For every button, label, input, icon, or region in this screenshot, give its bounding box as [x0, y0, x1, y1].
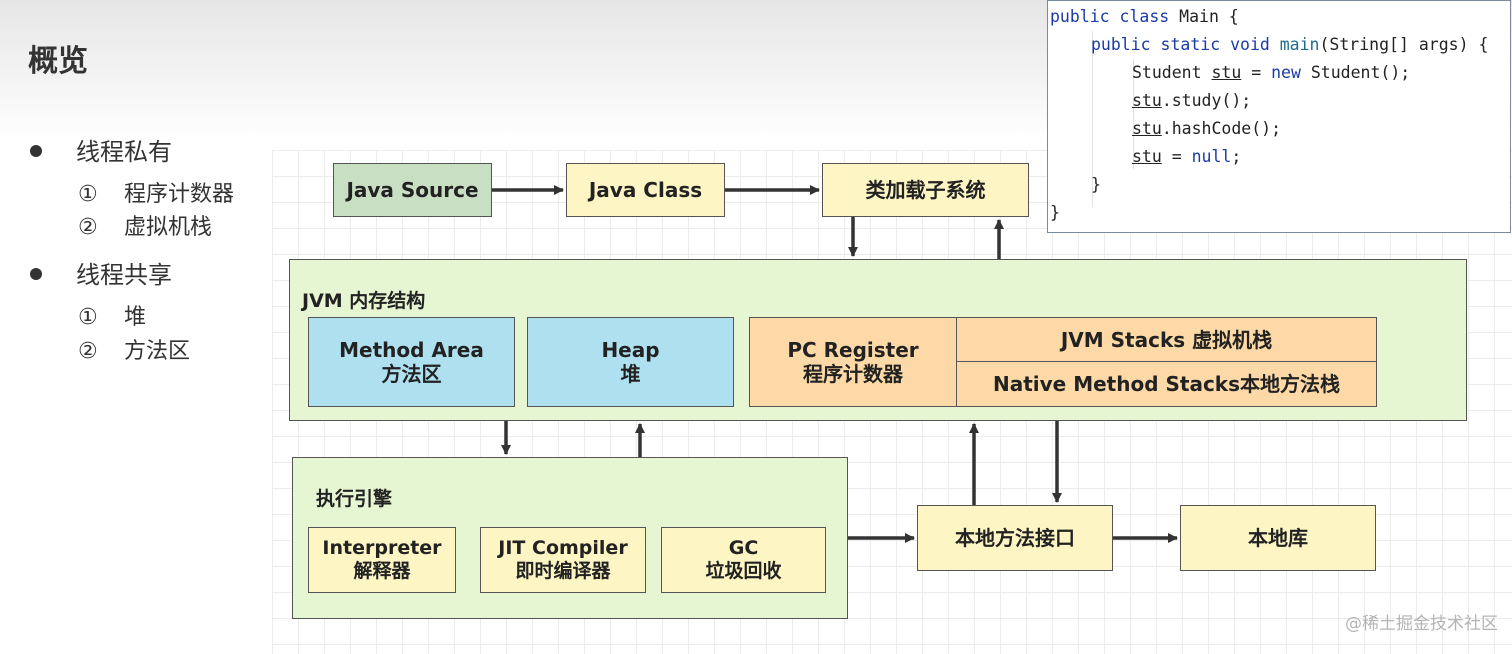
native-interface-label: 本地方法接口 — [955, 526, 1075, 550]
gc-zh: 垃圾回收 — [705, 560, 782, 582]
code-text: .study(); — [1161, 91, 1252, 110]
item-text: 虚拟机栈 — [124, 215, 213, 240]
class-loader-box: 类加载子系统 — [822, 163, 1029, 217]
pc-register-box: PC Register 程序计数器 — [749, 317, 957, 407]
code-keyword: public class — [1050, 7, 1180, 26]
item-number: ① — [78, 305, 98, 330]
jvm-memory-label: JVM 内存结构 — [302, 290, 426, 312]
outline-shared-label: 线程共享 — [76, 261, 172, 289]
method-area-zh: 方法区 — [381, 362, 442, 386]
jit-compiler-en: JIT Compiler — [498, 537, 628, 560]
class-loader-label: 类加载子系统 — [865, 178, 986, 202]
pc-register-zh: 程序计数器 — [803, 362, 903, 386]
watermark: @稀土掘金技术社区 — [1345, 614, 1498, 634]
heap-box: Heap 堆 — [527, 317, 734, 407]
method-area-en: Method Area — [339, 338, 484, 362]
bullet-icon — [30, 268, 42, 280]
code-keyword: new — [1271, 63, 1301, 82]
code-variable: stu — [1132, 119, 1162, 138]
method-area-box: Method Area 方法区 — [308, 317, 515, 407]
item-text: 方法区 — [124, 339, 191, 364]
code-text: Main { — [1179, 7, 1239, 26]
code-text: Student(); — [1300, 63, 1411, 82]
page-title: 概览 — [28, 44, 88, 79]
code-snippet-panel: public class Main { public static void m… — [1047, 0, 1511, 233]
java-source-box: Java Source — [333, 163, 492, 217]
java-class-box: Java Class — [566, 163, 725, 217]
code-line-6: stu = null; — [1132, 147, 1241, 166]
code-line-4: stu.study(); — [1132, 91, 1251, 110]
code-text: = — [1161, 147, 1192, 166]
heap-en: Heap — [601, 338, 660, 362]
jit-compiler-zh: 即时编译器 — [515, 560, 611, 582]
jit-compiler-box: JIT Compiler 即时编译器 — [480, 527, 646, 593]
code-text: = — [1241, 63, 1272, 82]
item-number: ② — [78, 339, 98, 364]
outline-private-label: 线程私有 — [76, 138, 172, 166]
bullet-icon — [30, 145, 42, 157]
gc-en: GC — [728, 537, 759, 560]
native-interface-box: 本地方法接口 — [917, 505, 1113, 571]
code-line-5: stu.hashCode(); — [1132, 119, 1281, 138]
indent-guide — [1133, 59, 1134, 169]
code-text: .hashCode(); — [1161, 119, 1282, 138]
code-line-8: } — [1050, 203, 1060, 222]
interpreter-zh: 解释器 — [353, 560, 411, 582]
outline-private-item-1: ① 程序计数器 — [78, 176, 234, 208]
code-line-2: public static void main(String[] args) { — [1091, 35, 1488, 54]
code-keyword: public static void — [1091, 35, 1280, 54]
code-variable: stu — [1211, 63, 1242, 82]
interpreter-box: Interpreter 解释器 — [308, 527, 456, 593]
code-text: Student — [1132, 63, 1212, 82]
exec-engine-label: 执行引擎 — [316, 488, 393, 510]
jvm-stacks-box: JVM Stacks 虚拟机栈 — [956, 317, 1377, 362]
gc-box: GC 垃圾回收 — [661, 527, 826, 593]
heap-zh: 堆 — [620, 362, 641, 386]
indent-guide — [1092, 31, 1093, 207]
code-function: main — [1279, 35, 1320, 54]
outline-private: 线程私有 — [30, 132, 172, 167]
code-variable: stu — [1132, 91, 1162, 110]
java-class-label: Java Class — [588, 178, 703, 202]
outline-shared: 线程共享 — [30, 255, 172, 290]
native-library-label: 本地库 — [1248, 526, 1308, 550]
outline-private-item-2: ② 虚拟机栈 — [78, 209, 212, 241]
code-line-7: } — [1091, 175, 1101, 194]
item-text: 堆 — [124, 305, 147, 330]
interpreter-en: Interpreter — [322, 537, 442, 560]
code-text: ; — [1231, 147, 1242, 166]
native-stacks-box: Native Method Stacks本地方法栈 — [956, 361, 1377, 407]
code-line-3: Student stu = new Student(); — [1132, 63, 1410, 82]
code-text: (String[] args) { — [1319, 35, 1489, 54]
item-number: ① — [78, 182, 98, 207]
item-text: 程序计数器 — [124, 182, 235, 207]
outline-shared-item-2: ② 方法区 — [78, 333, 190, 365]
item-number: ② — [78, 215, 98, 240]
pc-register-en: PC Register — [787, 338, 919, 362]
java-source-label: Java Source — [346, 178, 479, 202]
native-stacks-label: Native Method Stacks本地方法栈 — [992, 372, 1341, 396]
jvm-stacks-label: JVM Stacks 虚拟机栈 — [1060, 327, 1273, 352]
code-keyword: null — [1191, 147, 1232, 166]
code-variable: stu — [1132, 147, 1162, 166]
code-line-1: public class Main { — [1050, 7, 1239, 26]
native-library-box: 本地库 — [1180, 505, 1376, 571]
